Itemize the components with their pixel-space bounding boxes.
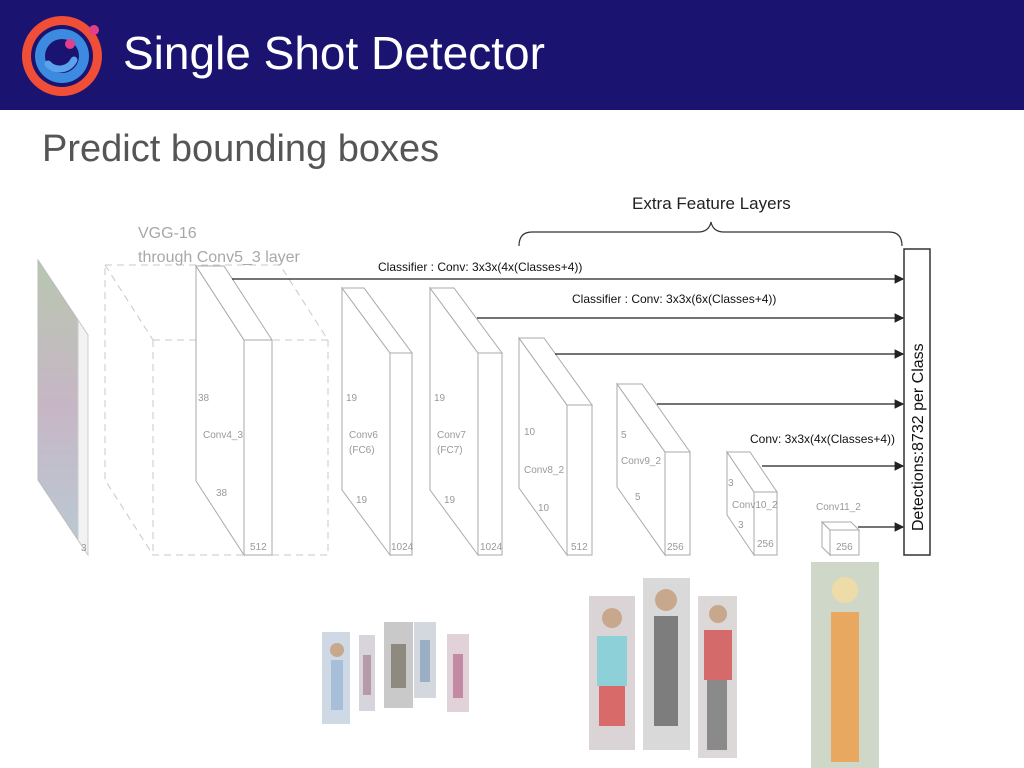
layer-conv9-2 <box>616 382 691 557</box>
layer-conv7 <box>429 286 503 557</box>
detections-box <box>903 248 931 556</box>
logo-icon <box>22 16 102 96</box>
input-image-slab: 3 <box>37 258 89 557</box>
conv9-2-name: Conv9_2 <box>621 456 661 467</box>
conv7-sub: (FC7) <box>437 445 463 456</box>
extra-feature-layers-brace <box>518 221 903 247</box>
conv10-2-channels: 256 <box>757 539 774 550</box>
conv8-2-height: 10 <box>524 427 536 438</box>
conv8-2-width: 10 <box>538 503 550 514</box>
conv10-2-name: Conv10_2 <box>732 500 778 511</box>
conv4-3-name: Conv4_3 <box>203 430 243 441</box>
classifier-label-3: Conv: 3x3x(4x(Classes+4)) <box>750 432 895 446</box>
conv6-height: 19 <box>346 393 358 404</box>
layer-conv8-2 <box>518 336 593 557</box>
conv7-height: 19 <box>434 393 446 404</box>
layer-conv11-2 <box>820 520 861 557</box>
conv7-channels: 1024 <box>480 542 503 553</box>
conv11-2-channels: 256 <box>836 542 853 553</box>
conv6-channels: 1024 <box>391 542 414 553</box>
conv8-2-channels: 512 <box>571 542 588 553</box>
person-crop-image <box>447 634 469 712</box>
person-crop-image <box>589 596 635 750</box>
layer-conv10-2 <box>726 450 778 557</box>
person-crop-image <box>384 622 413 708</box>
person-crop-image <box>698 596 737 758</box>
conv11-2-name: Conv11_2 <box>816 502 861 513</box>
extra-feature-layers-label: Extra Feature Layers <box>632 194 791 213</box>
conv6-width: 19 <box>356 495 368 506</box>
conv4-3-height: 38 <box>198 393 210 404</box>
conv6-sub: (FC6) <box>349 445 375 456</box>
classifier-label-2: Classifier : Conv: 3x3x(6x(Classes+4)) <box>572 292 776 306</box>
layer-conv4-3 <box>195 264 273 557</box>
conv4-3-width: 38 <box>216 488 228 499</box>
conv10-2-width: 3 <box>738 520 744 531</box>
detections-label: Detections:8732 per Class <box>910 343 927 531</box>
classifier-label-1: Classifier : Conv: 3x3x(4x(Classes+4)) <box>378 260 582 274</box>
conv10-2-height: 3 <box>728 478 734 489</box>
conv9-2-channels: 256 <box>667 542 684 553</box>
person-crop-image <box>359 635 375 711</box>
conv7-width: 19 <box>444 495 456 506</box>
conv9-2-height: 5 <box>621 430 627 441</box>
person-crop-image <box>414 622 436 698</box>
slide-header: Single Shot Detector <box>0 0 1024 110</box>
person-crop-image <box>322 632 350 724</box>
person-crop-image <box>643 578 690 750</box>
conv8-2-name: Conv8_2 <box>524 465 564 476</box>
person-crop-image <box>811 562 879 768</box>
vgg-sublabel: through Conv5_3 layer <box>138 249 301 266</box>
page-title: Single Shot Detector <box>123 27 545 79</box>
input-depth-label: 3 <box>81 543 87 554</box>
detection-arrows <box>232 274 905 532</box>
conv6-name: Conv6 <box>349 430 378 441</box>
page-subtitle: Predict bounding boxes <box>42 128 440 170</box>
conv7-name: Conv7 <box>437 430 466 441</box>
layer-conv6 <box>341 286 413 557</box>
vgg-label: VGG-16 <box>138 225 197 242</box>
conv4-3-channels: 512 <box>250 542 267 553</box>
conv9-2-width: 5 <box>635 492 641 503</box>
